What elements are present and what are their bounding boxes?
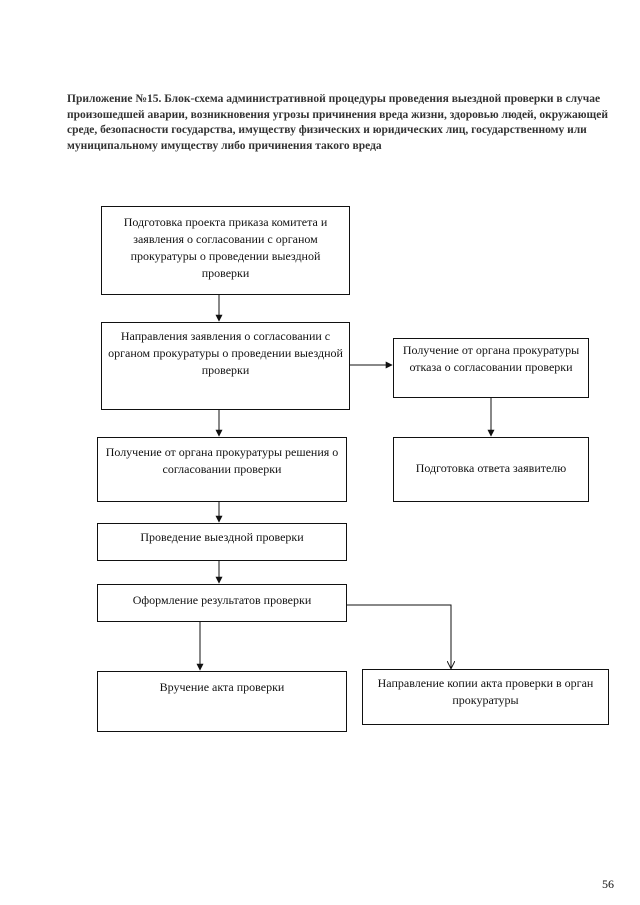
- box-receive-approval: Получение от органа прокуратуры решения …: [97, 437, 347, 502]
- page-title: Приложение №15. Блок-схема административ…: [67, 93, 608, 152]
- box-prepare-reply: Подготовка ответа заявителю: [393, 437, 589, 502]
- box-receive-refusal: Получение от органа прокуратуры отказа о…: [393, 338, 589, 398]
- box-send-copy: Направление копии акта проверки в орган …: [362, 669, 609, 725]
- box-deliver-act: Вручение акта проверки: [97, 671, 347, 732]
- arrow-record-to-copy: [347, 604, 451, 668]
- box-send-application: Направления заявления о согласовании с о…: [101, 322, 350, 410]
- box-record-results: Оформление результатов проверки: [97, 584, 347, 622]
- page-number: 56: [602, 877, 614, 891]
- box-prepare-order: Подготовка проекта приказа комитета и за…: [101, 206, 350, 295]
- box-conduct-inspection: Проведение выездной проверки: [97, 523, 347, 561]
